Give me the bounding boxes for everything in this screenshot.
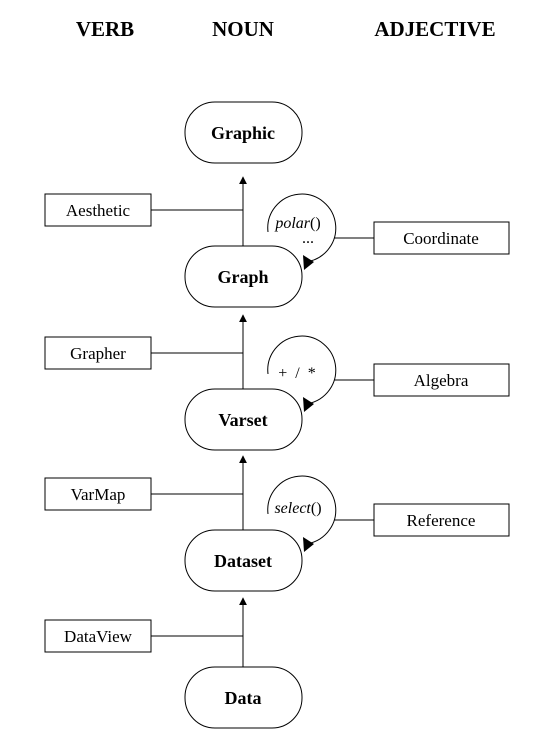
varmap-box	[44, 477, 152, 511]
algebra-loop-arrowhead	[303, 397, 314, 412]
header-noun: NOUN	[212, 17, 274, 41]
reference-box	[373, 503, 510, 537]
data-box	[184, 666, 303, 729]
noun-varset: Varset	[218, 410, 267, 430]
adjective-coordinate: Coordinate	[403, 229, 479, 248]
graph-box	[184, 245, 303, 308]
coordinate-box	[373, 221, 510, 255]
noun-data: Data	[225, 688, 262, 708]
algebra-operators: + / *	[278, 365, 315, 382]
noun-graph: Graph	[217, 267, 268, 287]
select-operator: select()	[274, 500, 321, 517]
polar-loop	[267, 193, 337, 263]
adjective-boxes	[373, 221, 510, 537]
verb-connectors	[151, 209, 243, 637]
polar-operator: polar()	[274, 215, 320, 232]
polar-ellipsis: ...	[302, 230, 314, 247]
operator-loop-arrowheads	[303, 255, 314, 552]
dataview-box	[44, 619, 152, 653]
dataset-box	[184, 529, 303, 592]
adjective-algebra: Algebra	[414, 371, 469, 390]
grapher-box	[44, 336, 152, 370]
algebra-box	[373, 363, 510, 397]
varset-box	[184, 388, 303, 451]
algebra-loop	[267, 335, 337, 405]
verb-grapher: Grapher	[70, 344, 126, 363]
verb-varmap: VarMap	[71, 485, 126, 504]
noun-dataset: Dataset	[214, 551, 272, 571]
graphic-box	[184, 101, 303, 164]
operator-loops	[267, 193, 337, 545]
select-loop-arrowhead	[303, 537, 314, 552]
verb-dataview: DataView	[64, 627, 133, 646]
noun-boxes	[184, 101, 303, 729]
header-verb: VERB	[76, 17, 134, 41]
verb-boxes	[44, 193, 152, 653]
aesthetic-box	[44, 193, 152, 227]
adjective-reference: Reference	[407, 511, 476, 530]
polar-loop-arrowhead	[303, 255, 314, 270]
verb-aesthetic: Aesthetic	[66, 201, 131, 220]
noun-graphic: Graphic	[211, 123, 275, 143]
select-loop	[267, 475, 337, 545]
adjective-connectors	[333, 237, 374, 521]
header-adjective: ADJECTIVE	[374, 17, 495, 41]
